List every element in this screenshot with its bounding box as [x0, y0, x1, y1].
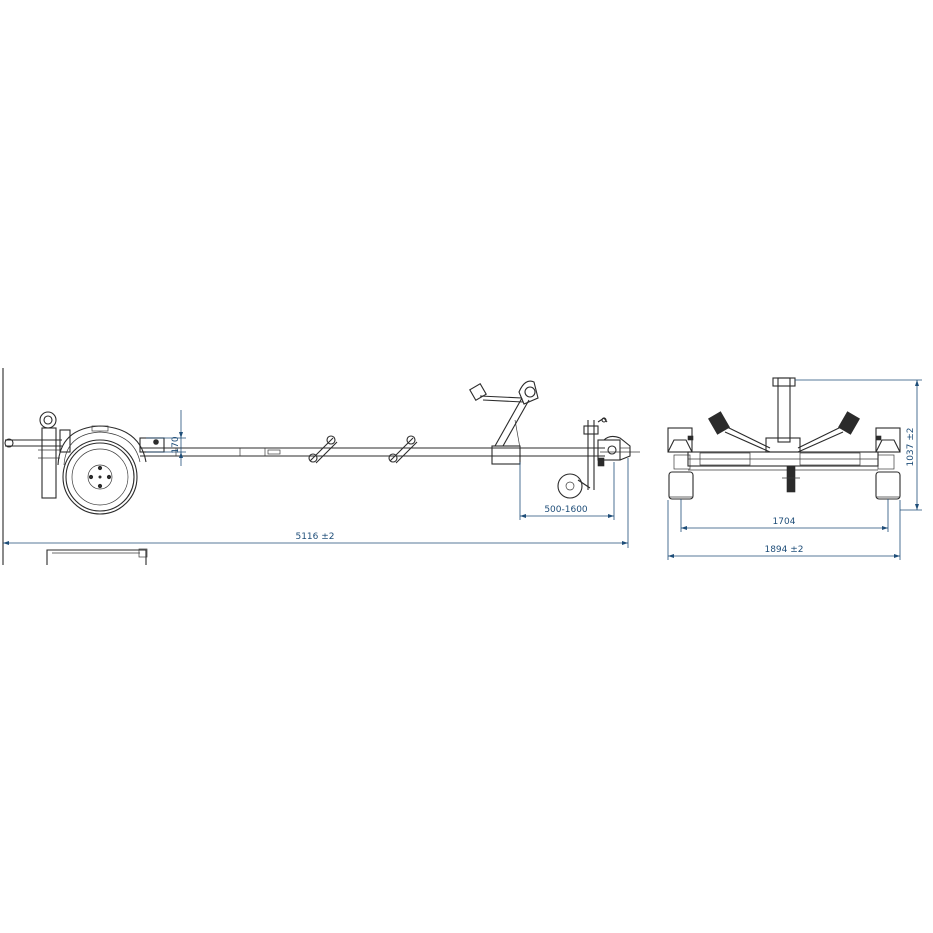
right-support-arm — [797, 411, 860, 453]
hitch-height-label: 170 — [171, 436, 181, 453]
tow-coupling — [597, 435, 631, 467]
winch-post — [469, 380, 539, 465]
side-view-dimensions: 170 500-1600 5116 ±2 — [3, 410, 629, 548]
overall-height-label: 1037 ±2 — [906, 427, 916, 466]
jockey-range-label: 500-1600 — [544, 505, 588, 515]
axle-beam — [687, 451, 879, 471]
drawbar-beam — [140, 447, 640, 457]
jockey-wheel — [557, 417, 608, 499]
rear-view — [667, 377, 901, 500]
overall-length-label: 5116 ±2 — [295, 532, 334, 542]
side-view — [2, 368, 640, 565]
left-support-arm — [708, 411, 771, 453]
left-tyre — [668, 471, 694, 500]
rear-roller-assembly — [4, 411, 71, 499]
trailer-wheel — [62, 439, 138, 515]
overall-width-label: 1894 ±2 — [764, 545, 803, 555]
track-width-label: 1704 — [773, 517, 796, 527]
partial-detail-view — [46, 549, 147, 565]
hull-roller-1 — [308, 435, 338, 464]
right-tyre — [875, 471, 901, 500]
rear-view-dimensions: 1704 1894 ±2 1037 ±2 — [667, 379, 922, 560]
center-post — [765, 377, 801, 493]
hull-roller-2 — [388, 435, 418, 464]
